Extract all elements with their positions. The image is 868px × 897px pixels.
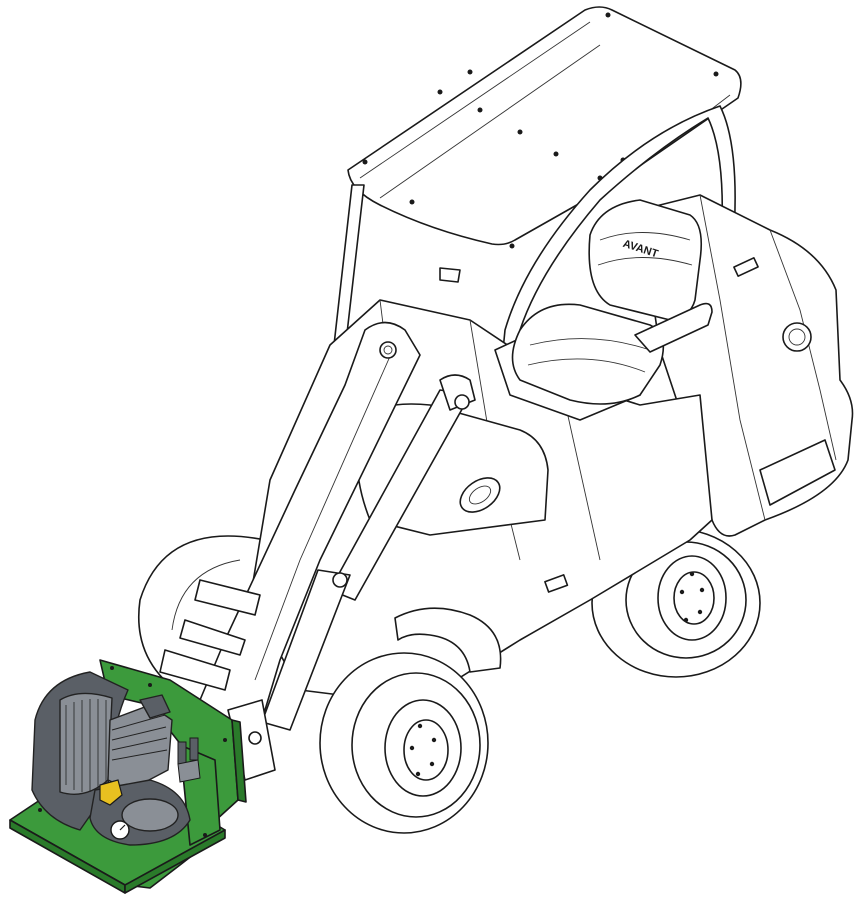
seat-armrest — [634, 302, 713, 353]
compressor-cylinder — [107, 704, 173, 791]
seat-backrest — [588, 199, 703, 321]
hose-couplers — [177, 737, 201, 783]
front-cowl-port — [459, 477, 501, 513]
rear-vent — [733, 257, 759, 277]
operator-seat: AVANT — [439, 199, 713, 405]
fan-grille — [65, 699, 107, 792]
front-right-wheel — [319, 652, 489, 834]
loader-boom — [159, 321, 476, 781]
front-fender — [394, 607, 502, 673]
rops-canopy — [333, 6, 742, 433]
rear-light — [759, 439, 836, 506]
boom-pivot-pin — [379, 341, 397, 359]
yellow-fitting — [99, 779, 123, 806]
seat-cushion — [511, 303, 665, 405]
canopy-roof — [347, 6, 742, 246]
control-lever — [439, 267, 461, 283]
side-badge — [544, 574, 569, 593]
boom-arm — [199, 321, 421, 726]
compressor-attachment — [9, 659, 247, 894]
fuel-cap — [782, 322, 812, 352]
boom-crossbar — [194, 579, 261, 616]
